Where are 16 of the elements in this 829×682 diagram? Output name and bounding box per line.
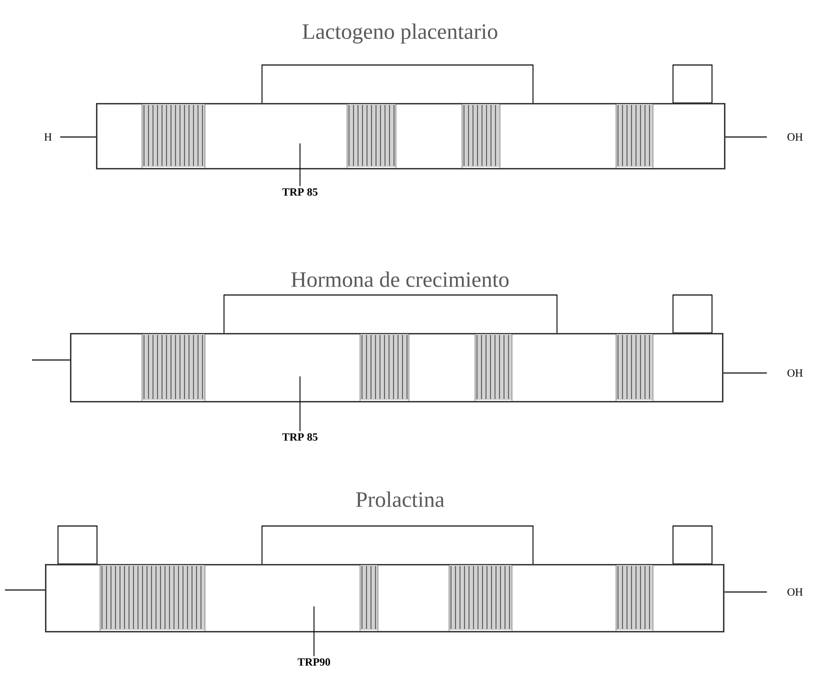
terminal-label: OH	[788, 369, 803, 377]
panel-title: Prolactina	[356, 492, 444, 508]
residue-label: TRP 85	[282, 188, 318, 196]
panel-title: Lactogeno placentario	[302, 24, 498, 44]
terminal-line	[722, 372, 768, 374]
panel-title: Hormona de crecimiento	[291, 272, 509, 288]
terminal-line	[60, 136, 96, 138]
residue-label: TRP 85	[282, 433, 318, 441]
terminal-label: OH	[788, 588, 803, 596]
protein-bar	[45, 564, 724, 632]
protein-bar	[96, 103, 726, 170]
residue-label: TRP90	[298, 658, 330, 666]
terminal-label: H	[44, 133, 52, 141]
terminal-label: OH	[788, 133, 803, 141]
terminal-line	[724, 136, 768, 138]
protein-bar	[70, 333, 724, 402]
